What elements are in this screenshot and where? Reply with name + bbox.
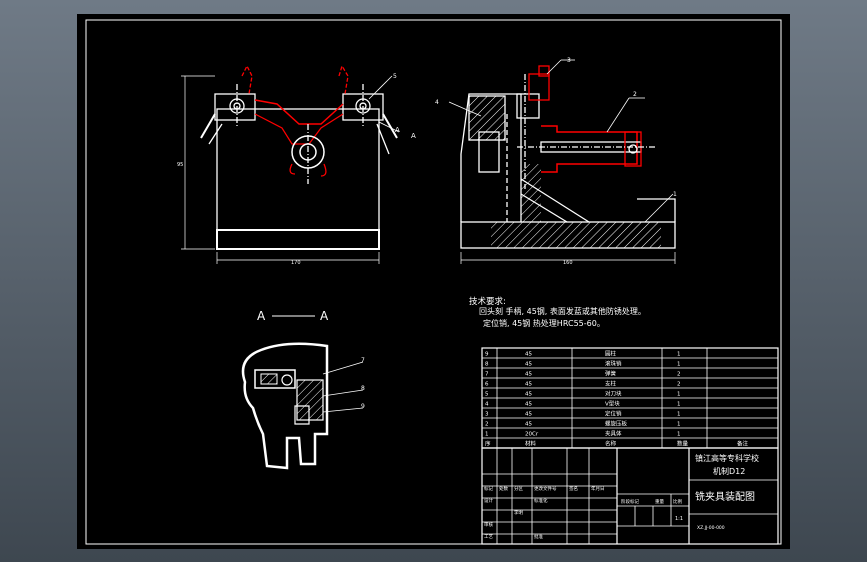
tb-weight: 重量 — [655, 498, 664, 505]
title-block — [481, 447, 779, 545]
bom-cell-no: 1 — [485, 432, 489, 438]
drawing-canvas[interactable]: 170 95 5 A A — [77, 14, 790, 549]
tb-count: 处数 — [499, 485, 508, 492]
bom-cell-no: 2 — [485, 422, 489, 428]
drawing-svg: 170 95 5 A A — [85, 19, 782, 545]
bom-cell-name: 支柱 — [605, 380, 617, 388]
bom-cell-no: 5 — [485, 392, 489, 398]
bom-header-note: 备注 — [737, 440, 749, 448]
tb-process: 工艺 — [484, 534, 493, 540]
bom-header-qty: 数量 — [677, 440, 689, 448]
section-a-a-view — [241, 342, 364, 470]
bom-header-no: 序 — [485, 440, 491, 448]
bom-cell-name: 滚珠销 — [605, 360, 622, 368]
screw-clamp-side — [541, 125, 638, 173]
tb-review: 审核 — [484, 521, 493, 528]
class-name: 机制D12 — [713, 466, 745, 476]
bom-cell-material: 45 — [525, 392, 532, 398]
school-name: 镇江高等专科学校 — [695, 453, 759, 463]
balloon-9: 9 — [361, 403, 365, 410]
side-width-dim: 160 — [563, 260, 573, 266]
bom-cell-name: 圆柱 — [605, 350, 617, 358]
bom-header-name: 名称 — [605, 440, 617, 448]
tech-req-heading: 技术要求: — [469, 296, 506, 307]
bom-cell-no: 9 — [485, 352, 489, 358]
bom-cell-material: 45 — [525, 412, 532, 418]
balloon-1: 1 — [673, 191, 677, 198]
view-marker-a1: A — [395, 126, 400, 134]
tb-design: 设计 — [484, 497, 493, 504]
tb-mark: 标记 — [484, 485, 493, 492]
v-block-front — [254, 99, 344, 125]
bom-cell-qty: 1 — [677, 412, 681, 418]
tb-date: 年月日 — [591, 485, 605, 492]
bom-cell-material: 45 — [525, 402, 532, 408]
tech-req-line2: 定位销, 45钢 热处理HRC55-60。 — [483, 318, 605, 328]
bom-cell-qty: 1 — [677, 352, 681, 358]
upright-side — [460, 93, 522, 222]
bom-cell-material: 45 — [525, 362, 532, 368]
fixture-body-front — [216, 108, 380, 250]
bom-cell-qty: 1 — [677, 362, 681, 368]
bom-cell-no: 3 — [485, 412, 489, 418]
bom-cell-material: 45 — [525, 352, 532, 358]
tb-change-doc: 更改文件号 — [534, 485, 557, 492]
bom-cell-name: 螺旋压板 — [605, 420, 628, 428]
drawing-title: 铣夹具装配图 — [695, 490, 755, 503]
bom-cell-material: 45 — [525, 382, 532, 388]
bom-cell-name: 定位销 — [605, 410, 622, 418]
balloon-3: 3 — [567, 57, 571, 64]
section-label-left: A — [257, 309, 266, 323]
tb-approve: 批准 — [534, 533, 543, 540]
bom-table — [481, 347, 779, 449]
balloon-8: 8 — [361, 385, 365, 392]
bom-cell-material: 20Cr — [525, 432, 539, 438]
tech-req-line1: 回头刻 手柄, 45钢, 表面发蓝或其他防锈处理。 — [479, 306, 646, 316]
bom-cell-no: 7 — [485, 372, 489, 378]
bom-cell-material: 45 — [525, 422, 532, 428]
bom-cell-name: 弹簧 — [605, 370, 617, 378]
front-view — [181, 64, 400, 264]
bom-cell-name: 夹具体 — [605, 430, 622, 438]
bom-header-material: 材料 — [525, 440, 537, 448]
bom-cell-qty: 2 — [677, 382, 681, 388]
balloon-2: 2 — [633, 91, 637, 98]
tb-designer: 李明 — [514, 509, 523, 516]
drawing-border — [85, 19, 782, 545]
section-outline — [241, 342, 329, 470]
base-plate-front — [216, 229, 380, 250]
tb-zone: 分区 — [514, 485, 523, 492]
tb-sign: 签名 — [569, 485, 578, 492]
bom-cell-name: 对刀块 — [605, 390, 622, 398]
bom-cell-no: 4 — [485, 402, 489, 408]
bom-cell-no: 6 — [485, 382, 489, 388]
tb-scale: 比例 — [673, 498, 682, 505]
bom-cell-qty: 1 — [677, 402, 681, 408]
side-view — [448, 59, 676, 264]
left-support-block — [214, 93, 256, 121]
bom-cell-qty: 1 — [677, 432, 681, 438]
tb-scale-value: 1:1 — [675, 516, 683, 522]
drawing-number: XZ.JJ-00-000 — [697, 525, 725, 531]
bom-cell-qty: 2 — [677, 372, 681, 378]
balloon-5: 5 — [393, 73, 397, 80]
front-height-dim: 95 — [177, 162, 183, 168]
bom-cell-qty: 1 — [677, 392, 681, 398]
tb-stage-mark: 阶段标记 — [621, 498, 639, 505]
balloon-4: 4 — [435, 99, 439, 106]
balloon-7: 7 — [361, 357, 365, 364]
section-label-right: A — [320, 309, 329, 323]
bom-cell-name: V型块 — [605, 400, 620, 408]
tb-standard: 标准化 — [534, 497, 548, 504]
bom-cell-no: 8 — [485, 362, 489, 368]
view-marker-a2: A — [411, 132, 416, 140]
section-label-group: A A — [257, 309, 329, 323]
bom-cell-material: 45 — [525, 372, 532, 378]
front-width-dim: 170 — [291, 260, 301, 266]
bom-cell-qty: 1 — [677, 422, 681, 428]
